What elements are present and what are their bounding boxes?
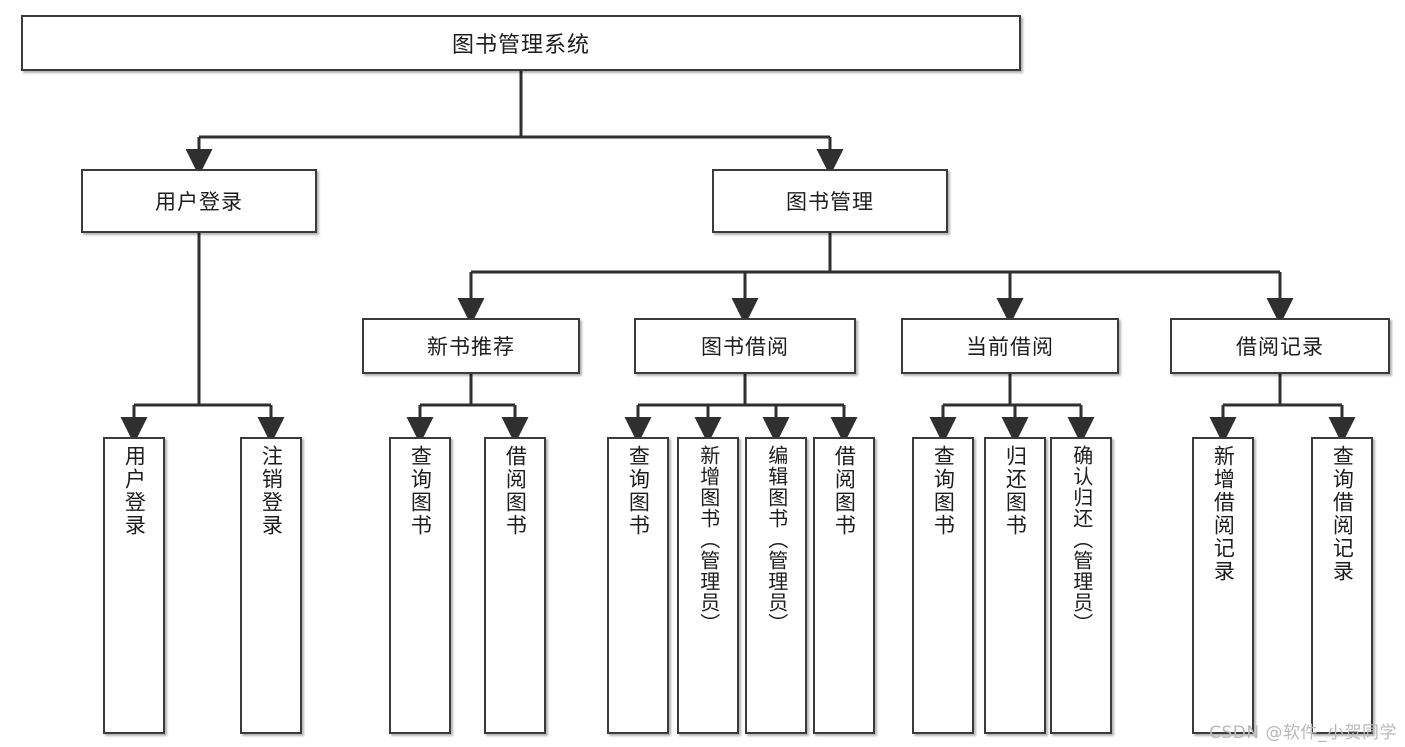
node-book-borrow[interactable]: 图书借阅: [634, 318, 856, 374]
node-leaf-add-book[interactable]: 新增图书（管理员）: [677, 437, 739, 734]
node-leaf-query-book-1-label: 查询图书: [408, 445, 433, 537]
node-leaf-user-login[interactable]: 用户登录: [103, 437, 165, 734]
node-leaf-query-book-1[interactable]: 查询图书: [389, 437, 451, 734]
node-new-book-recommend[interactable]: 新书推荐: [362, 318, 580, 374]
node-book-manage-label: 图书管理: [786, 190, 874, 214]
node-root-label: 图书管理系统: [451, 33, 590, 58]
node-leaf-add-record[interactable]: 新增借阅记录: [1192, 437, 1254, 734]
node-leaf-user-logout-label: 注销登录: [259, 445, 284, 537]
watermark: CSDN @软件_小贺同学: [1209, 723, 1397, 743]
node-leaf-edit-book[interactable]: 编辑图书（管理员）: [745, 437, 807, 734]
node-leaf-query-book-2[interactable]: 查询图书: [607, 437, 669, 734]
node-leaf-add-record-label: 新增借阅记录: [1211, 445, 1236, 583]
node-leaf-return-book-label: 归还图书: [1003, 445, 1028, 537]
node-leaf-edit-book-label: 编辑图书（管理员）: [764, 445, 789, 634]
node-leaf-borrow-book-1-label: 借阅图书: [503, 445, 528, 537]
node-borrow-record[interactable]: 借阅记录: [1170, 318, 1390, 374]
node-leaf-user-login-label: 用户登录: [122, 445, 147, 537]
node-book-manage[interactable]: 图书管理: [712, 169, 948, 233]
node-leaf-query-record-label: 查询借阅记录: [1330, 445, 1355, 583]
node-leaf-user-logout[interactable]: 注销登录: [240, 437, 302, 734]
node-borrow-record-label: 借阅记录: [1236, 335, 1324, 359]
node-leaf-query-book-3-label: 查询图书: [931, 445, 956, 537]
node-book-borrow-label: 图书借阅: [701, 335, 789, 359]
node-leaf-query-book-3[interactable]: 查询图书: [912, 437, 974, 734]
node-leaf-add-book-label: 新增图书（管理员）: [696, 445, 721, 634]
node-leaf-confirm-return-label: 确认归还（管理员）: [1069, 445, 1094, 634]
node-new-book-recommend-label: 新书推荐: [427, 335, 515, 359]
node-leaf-query-book-2-label: 查询图书: [626, 445, 651, 537]
node-leaf-return-book[interactable]: 归还图书: [984, 437, 1046, 734]
node-leaf-confirm-return[interactable]: 确认归还（管理员）: [1050, 437, 1112, 734]
node-current-borrow[interactable]: 当前借阅: [901, 318, 1119, 374]
node-user-login-label: 用户登录: [155, 190, 243, 214]
node-leaf-borrow-book-2[interactable]: 借阅图书: [813, 437, 875, 734]
node-user-login[interactable]: 用户登录: [81, 169, 317, 233]
node-leaf-query-record[interactable]: 查询借阅记录: [1311, 437, 1373, 734]
node-current-borrow-label: 当前借阅: [966, 335, 1054, 359]
node-leaf-borrow-book-2-label: 借阅图书: [832, 445, 857, 537]
node-leaf-borrow-book-1[interactable]: 借阅图书: [484, 437, 546, 734]
node-root[interactable]: 图书管理系统: [21, 15, 1021, 71]
